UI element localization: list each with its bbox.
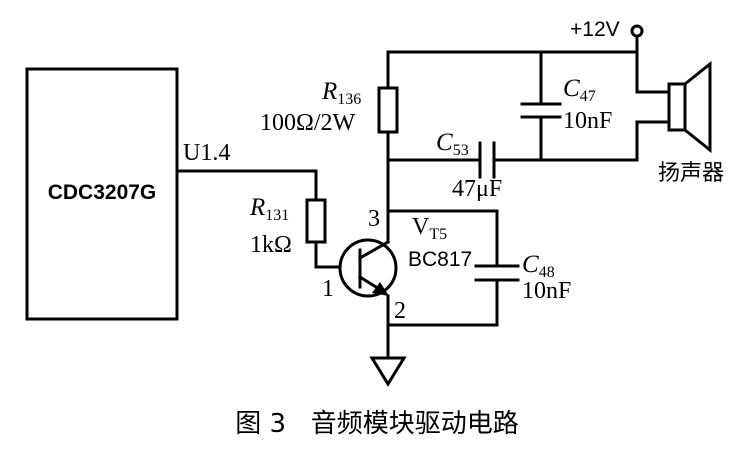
pin-emitter-label: 2	[394, 298, 406, 324]
ground-symbol	[369, 356, 407, 387]
r136-value: 100Ω/2W	[260, 110, 356, 136]
supply-terminal	[630, 24, 644, 38]
r131-value: 1kΩ	[250, 232, 292, 258]
figure-caption: 图 3 音频模块驱动电路	[235, 409, 519, 439]
wire-speaker-top	[635, 50, 671, 94]
pin-base-label: 1	[322, 276, 334, 302]
c53-value: 47μF	[452, 176, 502, 202]
wire-supply-top	[386, 34, 639, 90]
c47-value: 10nF	[563, 108, 612, 134]
c48-value: 10nF	[522, 278, 571, 304]
transistor-collector-leg	[357, 239, 391, 261]
wire-u14	[175, 169, 318, 202]
speaker-label: 扬声器	[658, 161, 724, 186]
supply-label: +12V	[570, 18, 620, 41]
resistor-r136	[377, 86, 399, 134]
ic-label: CDC3207G	[48, 181, 157, 204]
net-label-u14: U1.4	[183, 140, 230, 166]
wire-speaker-bottom	[635, 120, 671, 162]
r131-ref: R131	[249, 194, 289, 224]
transistor-emitter-arrow	[372, 282, 389, 296]
c47-ref: C47	[563, 75, 596, 105]
transistor-ref: VT5	[412, 214, 447, 243]
ic-cdc3207g	[25, 67, 179, 321]
transistor-vt5-body	[338, 238, 398, 298]
resistor-r131	[305, 198, 327, 244]
transistor-model: BC817	[408, 248, 472, 271]
speaker-cone-icon	[683, 60, 712, 154]
r136-ref: R136	[321, 78, 361, 108]
speaker-magnet	[667, 82, 687, 132]
c48-ref: C48	[522, 251, 555, 281]
c53-ref: C53	[436, 129, 469, 159]
pin-collector-label: 3	[368, 206, 380, 232]
wire-r131-base	[314, 240, 350, 269]
